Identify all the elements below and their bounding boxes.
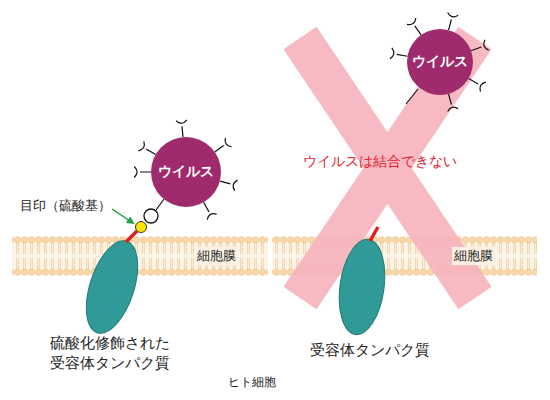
- spike: [471, 40, 489, 51]
- spike: [407, 18, 421, 35]
- spike: [448, 94, 459, 112]
- warning-label: ウイルスは結合できない: [303, 152, 457, 170]
- virus-spikes: [134, 12, 489, 219]
- virus-stem: [156, 199, 164, 210]
- leader-arrow: [112, 209, 133, 223]
- spike: [215, 138, 232, 152]
- membrane-label: 細胞膜: [452, 247, 495, 265]
- virus-circle: ウイルス: [151, 137, 221, 207]
- annotation-label: 目印（硫酸基）: [20, 198, 111, 215]
- spike: [204, 202, 217, 219]
- spike: [138, 141, 155, 154]
- receptor-stub: [370, 227, 378, 241]
- receptor-stub: [126, 231, 137, 242]
- sulfate-mark: [136, 222, 147, 233]
- spike: [448, 12, 459, 30]
- virus-circle: ウイルス: [407, 29, 473, 95]
- spike: [220, 180, 238, 191]
- binding-cup: [144, 209, 158, 223]
- receptor-protein: [76, 235, 148, 340]
- spike: [469, 79, 486, 92]
- caption-label: 受容体タンパク質: [310, 341, 430, 361]
- figure-caption: ヒト細胞: [228, 375, 276, 391]
- cell-membrane: 細胞膜: [12, 236, 268, 276]
- cell-membrane: 細胞膜: [272, 236, 537, 276]
- caption-label: 硫酸化修飾された 受容体タンパク質: [50, 334, 182, 373]
- membrane-label: 細胞膜: [195, 247, 238, 265]
- virus-label: ウイルス: [158, 163, 214, 181]
- virus-stem: [406, 89, 418, 104]
- membrane-band: [12, 236, 268, 276]
- spike: [390, 48, 408, 59]
- virus-label: ウイルス: [412, 53, 468, 71]
- spike: [176, 120, 187, 137]
- spike: [134, 167, 151, 178]
- receptor-protein: [334, 236, 391, 337]
